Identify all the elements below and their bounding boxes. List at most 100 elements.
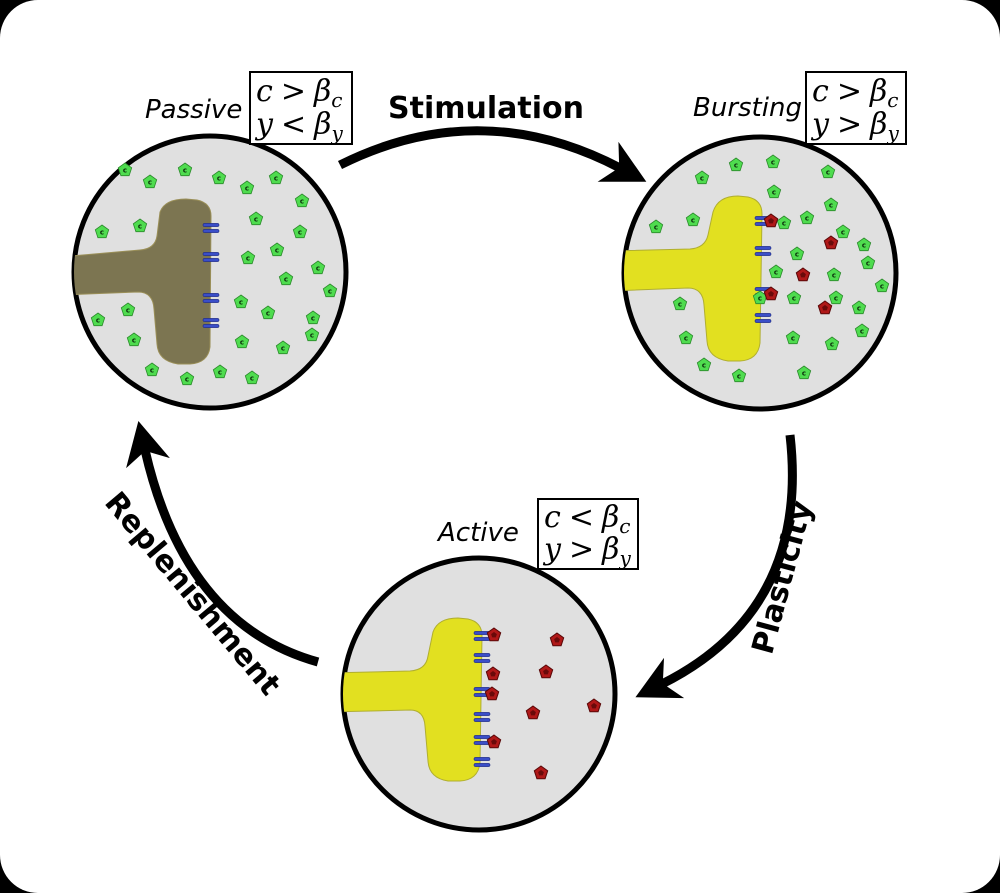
marker-letter: c [245, 185, 249, 193]
marker-letter: c [275, 247, 279, 255]
marker-letter: c [684, 335, 688, 343]
marker-letter: c [702, 362, 706, 370]
marker-letter: c [862, 242, 866, 250]
green-pentagon-icon: c [120, 302, 136, 317]
marker-letter: c [774, 269, 778, 277]
receptor-icon [473, 712, 491, 722]
marker-letter: c [328, 288, 332, 296]
green-pentagon-icon: c [826, 267, 842, 282]
green-pentagon-icon: c [142, 174, 158, 189]
marker-letter: c [316, 265, 320, 273]
green-pentagon-icon: c [90, 312, 106, 327]
red-pentagon-icon [763, 213, 779, 228]
marker-letter: c [700, 175, 704, 183]
marker-letter: c [866, 260, 870, 268]
marker-letter: c [218, 369, 222, 377]
marker-letter: c [832, 272, 836, 280]
marker-letter: c [281, 345, 285, 353]
active-condition-box: c<βc y>βy [537, 498, 639, 570]
green-pentagon-icon: c [179, 371, 195, 386]
green-pentagon-icon: c [835, 224, 851, 239]
replenishment-arrow [126, 421, 320, 667]
marker-letter: c [737, 373, 741, 381]
green-pentagon-icon: c [824, 336, 840, 351]
marker-letter: c [310, 332, 314, 340]
green-pentagon-icon: c [799, 210, 815, 225]
marker-letter: c [132, 337, 136, 345]
marker-letter: c [123, 167, 127, 175]
marker-letter: c [734, 162, 738, 170]
marker-letter: c [654, 224, 658, 232]
marker-letter: c [96, 317, 100, 325]
red-pentagon-icon [795, 267, 811, 282]
green-pentagon-icon: c [275, 340, 291, 355]
marker-letter: c [239, 299, 243, 307]
marker-letter: c [126, 307, 130, 315]
green-pentagon-icon: c [310, 260, 326, 275]
receptor-icon [202, 252, 220, 262]
red-pentagon-icon [538, 664, 554, 679]
green-pentagon-icon: c [766, 184, 782, 199]
green-pentagon-icon: c [768, 264, 784, 279]
green-pentagon-icon: c [694, 170, 710, 185]
green-pentagon-icon: c [126, 332, 142, 347]
green-pentagon-icon: c [696, 357, 712, 372]
red-pentagon-icon [533, 765, 549, 780]
green-pentagon-icon: c [796, 365, 812, 380]
marker-letter: c [250, 375, 254, 383]
red-pentagon-icon [586, 698, 602, 713]
marker-letter: c [274, 175, 278, 183]
red-pentagon-icon [485, 666, 501, 681]
plasticity-arrow [635, 434, 797, 699]
marker-letter: c [183, 167, 187, 175]
green-pentagon-icon: c [240, 250, 256, 265]
red-pentagon-icon [549, 632, 565, 647]
green-pentagon-icon: c [678, 330, 694, 345]
marker-letter: c [771, 159, 775, 167]
green-pentagon-icon: c [785, 330, 801, 345]
green-pentagon-icon: c [851, 300, 867, 315]
bursting-condition-box: c>βc y>βy [805, 71, 907, 145]
svg-text:y>βy: y>βy [810, 107, 899, 145]
green-pentagon-icon: c [248, 211, 264, 226]
green-pentagon-icon: c [269, 242, 285, 257]
red-pentagon-icon [484, 686, 500, 701]
marker-letter: c [830, 341, 834, 349]
green-pentagon-icon: c [789, 246, 805, 261]
green-pentagon-icon: c [294, 193, 310, 208]
green-pentagon-icon: c [234, 334, 250, 349]
marker-letter: c [254, 216, 258, 224]
svg-text:c<βc: c<βc [544, 500, 631, 538]
plasticity-label: Plasticity [746, 497, 821, 658]
active-state-label: Active [436, 518, 519, 548]
green-pentagon-icon: c [672, 296, 688, 311]
marker-letter: c [758, 295, 762, 303]
green-pentagon-icon: c [117, 162, 133, 177]
marker-letter: c [826, 169, 830, 177]
green-pentagon-icon: c [731, 368, 747, 383]
green-pentagon-icon: c [305, 310, 321, 325]
green-pentagon-icon: c [860, 255, 876, 270]
marker-letter: c [880, 283, 884, 291]
green-pentagon-icon: c [854, 323, 870, 338]
green-pentagon-icon: c [211, 170, 227, 185]
bursting-neurotransmitters [763, 213, 839, 315]
green-pentagon-icon: c [874, 278, 890, 293]
green-pentagon-icon: c [823, 197, 839, 212]
green-pentagon-icon: c [322, 283, 338, 298]
marker-letter: c [138, 223, 142, 231]
green-pentagon-icon: c [94, 224, 110, 239]
svg-text:y<βy: y<βy [254, 107, 343, 145]
marker-letter: c [691, 217, 695, 225]
marker-letter: c [834, 295, 838, 303]
green-pentagon-icon: c [244, 370, 260, 385]
marker-letter: c [311, 315, 315, 323]
marker-letter: c [284, 276, 288, 284]
receptor-icon [202, 318, 220, 328]
green-pentagon-icon: c [233, 294, 249, 309]
marker-letter: c [148, 179, 152, 187]
receptor-icon [473, 735, 491, 745]
